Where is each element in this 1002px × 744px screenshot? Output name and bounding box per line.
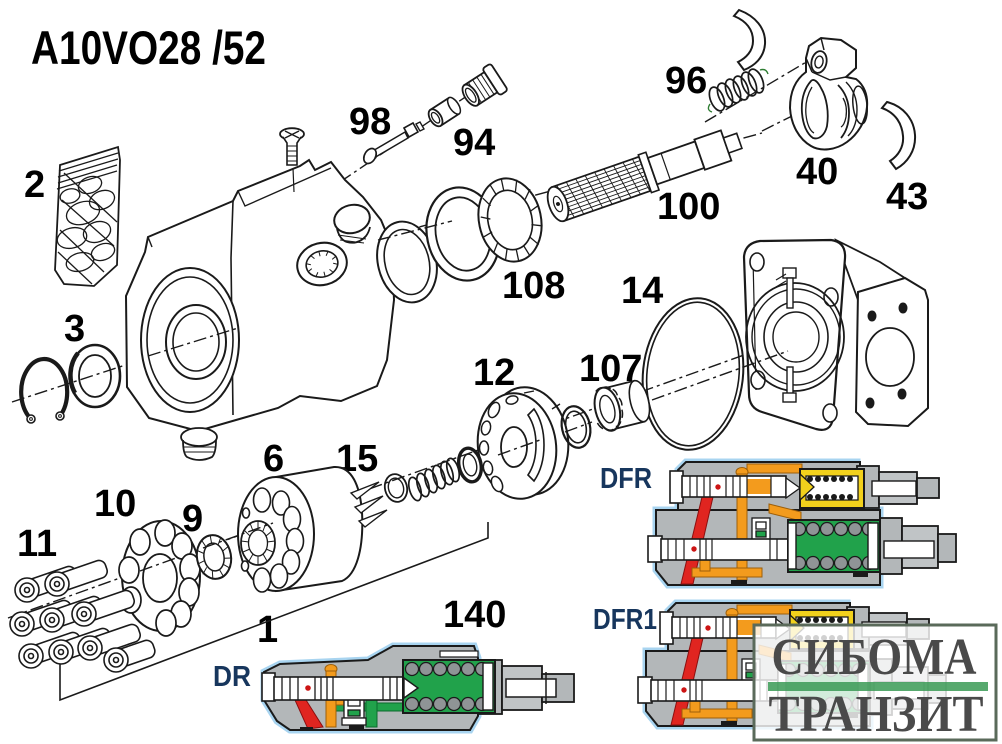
- svg-text:108: 108: [502, 265, 565, 307]
- svg-text:DFR: DFR: [600, 463, 652, 495]
- svg-text:9: 9: [182, 498, 203, 540]
- svg-text:A10VO28 /52: A10VO28 /52: [31, 21, 266, 74]
- svg-text:12: 12: [473, 352, 515, 394]
- svg-text:14: 14: [621, 270, 663, 312]
- svg-text:40: 40: [796, 151, 838, 193]
- svg-text:96: 96: [665, 60, 707, 102]
- svg-text:DFR1: DFR1: [593, 604, 657, 636]
- svg-text:100: 100: [657, 186, 720, 228]
- svg-text:2: 2: [24, 164, 45, 206]
- svg-text:3: 3: [64, 308, 85, 350]
- svg-text:СИБОМА: СИБОМА: [772, 629, 977, 686]
- svg-text:DR: DR: [213, 661, 251, 693]
- svg-text:98: 98: [349, 101, 391, 143]
- svg-text:140: 140: [443, 594, 506, 636]
- svg-text:ТРАНЗИТ: ТРАНЗИТ: [769, 686, 984, 743]
- svg-text:43: 43: [886, 176, 928, 218]
- svg-text:1: 1: [257, 609, 278, 651]
- svg-text:11: 11: [17, 523, 57, 565]
- svg-text:94: 94: [453, 122, 495, 164]
- svg-text:10: 10: [94, 483, 136, 525]
- svg-text:6: 6: [263, 438, 284, 480]
